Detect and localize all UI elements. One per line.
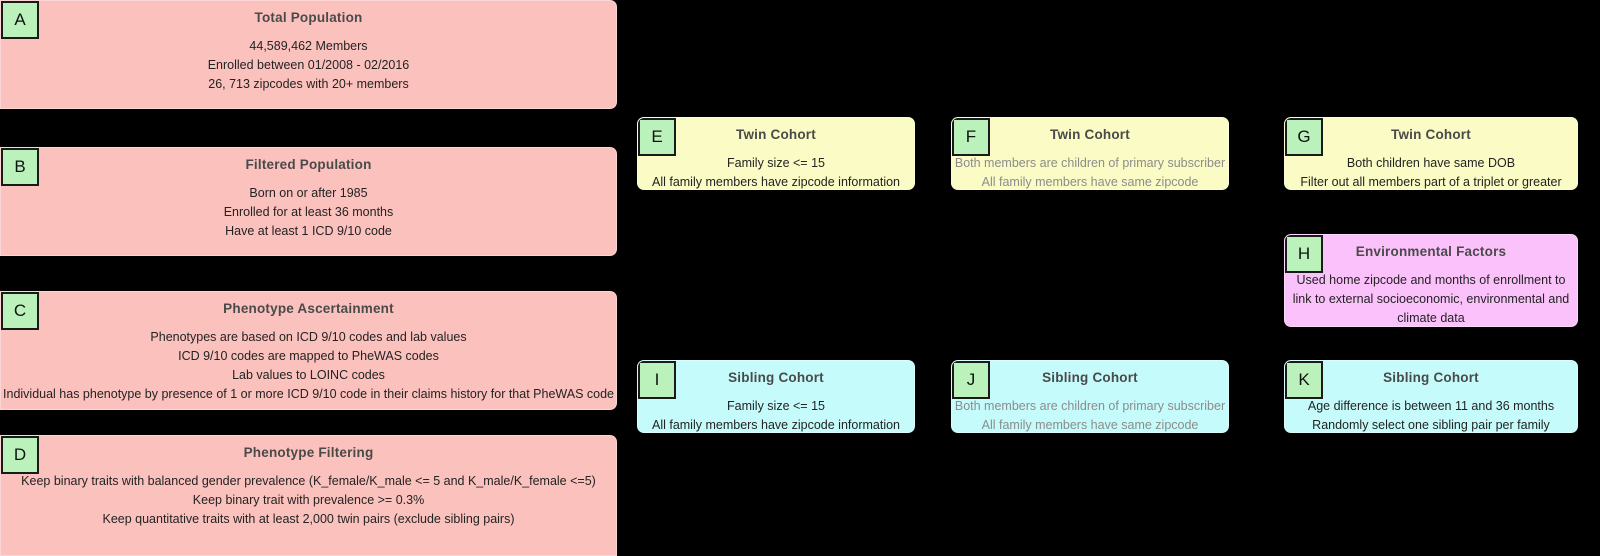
panel-line: Keep binary trait with prevalence >= 0.3… [192,493,425,508]
panel-title-a: Total Population [254,10,363,25]
panel-lines-k: Age difference is between 11 and 36 mont… [1307,397,1555,433]
panel-twin-cohort-g[interactable]: G Twin Cohort Both children have same DO… [1284,117,1578,190]
panel-line: All family members have zipcode informat… [651,175,901,190]
panel-title-i: Sibling Cohort [728,370,824,385]
panel-twin-cohort-e[interactable]: E Twin Cohort Family size <= 15 All fami… [637,117,915,190]
panel-content-j: Sibling Cohort Both members are children… [952,361,1228,432]
panel-title-j: Sibling Cohort [1042,370,1138,385]
panel-title-e: Twin Cohort [736,127,816,142]
panel-badge-i: I [638,361,676,399]
panel-filtered-population[interactable]: B Filtered Population Born on or after 1… [0,147,617,256]
panel-line: 26, 713 zipcodes with 20+ members [208,77,409,92]
panel-line: Born on or after 1985 [249,186,368,201]
panel-phenotype-ascertainment[interactable]: C Phenotype Ascertainment Phenotypes are… [0,291,617,410]
panel-line: Keep binary traits with balanced gender … [21,474,596,489]
panel-line: Family size <= 15 [727,156,825,171]
panel-lines-c: Phenotypes are based on ICD 9/10 codes a… [3,328,614,404]
panel-title-g: Twin Cohort [1391,127,1471,142]
panel-title-f: Twin Cohort [1050,127,1130,142]
panel-badge-a: A [1,1,39,39]
panel-content-c: Phenotype Ascertainment Phenotypes are b… [1,292,616,409]
panel-line: Randomly select one sibling pair per fam… [1312,418,1550,433]
panel-lines-e: Family size <= 15 All family members hav… [651,154,901,190]
panel-title-b: Filtered Population [245,157,372,172]
panel-line: Family size <= 15 [727,399,825,414]
panel-line: Both members are children of primary sub… [954,399,1226,414]
panel-badge-e: E [638,118,676,156]
panel-content-d: Phenotype Filtering Keep binary traits w… [1,436,616,555]
panel-badge-b: B [1,148,39,186]
panel-phenotype-filtering[interactable]: D Phenotype Filtering Keep binary traits… [0,435,617,556]
panel-title-k: Sibling Cohort [1383,370,1479,385]
panel-badge-f: F [952,118,990,156]
panel-badge-h: H [1285,235,1323,273]
panel-line: All family members have zipcode informat… [651,418,901,433]
panel-lines-b: Born on or after 1985 Enrolled for at le… [224,184,394,241]
panel-line: link to external socioeconomic, environm… [1292,292,1570,307]
panel-content-h: Environmental Factors Used home zipcode … [1285,235,1577,326]
panel-content-b: Filtered Population Born on or after 198… [1,148,616,255]
panel-lines-f: Both members are children of primary sub… [954,154,1226,190]
panel-content-i: Sibling Cohort Family size <= 15 All fam… [638,361,914,432]
panel-lines-i: Family size <= 15 All family members hav… [651,397,901,433]
panel-line: 44,589,462 Members [249,39,368,54]
panel-content-f: Twin Cohort Both members are children of… [952,118,1228,189]
panel-total-population[interactable]: A Total Population 44,589,462 Members En… [0,0,617,109]
panel-line: Keep quantitative traits with at least 2… [102,512,515,527]
panel-line: Both children have same DOB [1346,156,1516,171]
panel-title-h: Environmental Factors [1355,244,1507,259]
panel-lines-h: Used home zipcode and months of enrollme… [1292,271,1570,326]
panel-twin-cohort-f[interactable]: F Twin Cohort Both members are children … [951,117,1229,190]
panel-sibling-cohort-j[interactable]: J Sibling Cohort Both members are childr… [951,360,1229,433]
panel-content-g: Twin Cohort Both children have same DOB … [1285,118,1577,189]
panel-line: Both members are children of primary sub… [954,156,1226,171]
panel-sibling-cohort-k[interactable]: K Sibling Cohort Age difference is betwe… [1284,360,1578,433]
panel-title-d: Phenotype Filtering [243,445,374,460]
panel-line: Individual has phenotype by presence of … [3,387,614,402]
panel-content-e: Twin Cohort Family size <= 15 All family… [638,118,914,189]
panel-title-c: Phenotype Ascertainment [223,301,394,316]
panel-lines-j: Both members are children of primary sub… [954,397,1226,433]
panel-line: ICD 9/10 codes are mapped to PheWAS code… [178,349,439,364]
panel-lines-d: Keep binary traits with balanced gender … [21,472,596,529]
panel-badge-d: D [1,436,39,474]
panel-line: Enrolled for at least 36 months [223,205,394,220]
panel-line: Used home zipcode and months of enrollme… [1296,273,1566,288]
panel-badge-c: C [1,292,39,330]
panel-line: climate data [1397,311,1465,326]
panel-lines-g: Both children have same DOB Filter out a… [1300,154,1562,190]
panel-environmental-factors[interactable]: H Environmental Factors Used home zipcod… [1284,234,1578,327]
panel-line: Lab values to LOINC codes [232,368,385,383]
panel-line: All family members have same zipcode [981,418,1199,433]
panel-line: Phenotypes are based on ICD 9/10 codes a… [150,330,467,345]
panel-badge-k: K [1285,361,1323,399]
panel-line: All family members have same zipcode [981,175,1199,190]
panel-lines-a: 44,589,462 Members Enrolled between 01/2… [208,37,410,94]
panel-badge-j: J [952,361,990,399]
panel-line: Age difference is between 11 and 36 mont… [1307,399,1555,414]
panel-badge-g: G [1285,118,1323,156]
panel-line: Enrolled between 01/2008 - 02/2016 [207,58,410,73]
panel-sibling-cohort-i[interactable]: I Sibling Cohort Family size <= 15 All f… [637,360,915,433]
panel-line: Filter out all members part of a triplet… [1300,175,1562,190]
panel-content-a: Total Population 44,589,462 Members Enro… [1,1,616,108]
panel-line: Have at least 1 ICD 9/10 code [225,224,392,239]
panel-content-k: Sibling Cohort Age difference is between… [1285,361,1577,432]
